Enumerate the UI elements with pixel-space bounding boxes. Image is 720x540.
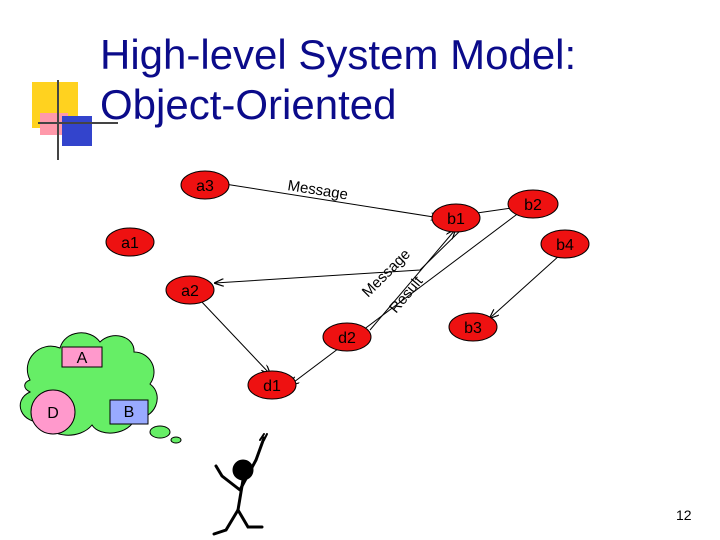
object-b2[interactable]: b2 bbox=[507, 189, 559, 219]
message-label-top: Message bbox=[286, 177, 349, 203]
user-stick-figure bbox=[212, 433, 268, 536]
window-b-box[interactable]: B bbox=[109, 399, 149, 425]
deco-vertical-line bbox=[57, 80, 59, 160]
title-line-1: High-level System Model: bbox=[100, 31, 577, 78]
object-b1[interactable]: b1 bbox=[431, 203, 481, 233]
object-a3[interactable]: a3 bbox=[180, 170, 230, 200]
object-d2-label: d2 bbox=[338, 330, 356, 347]
object-b4[interactable]: b4 bbox=[540, 229, 590, 259]
object-a2-label: a2 bbox=[181, 283, 199, 300]
client-a-label: A bbox=[77, 350, 88, 367]
thought-bubble-tiny bbox=[170, 436, 182, 444]
object-b3-label: b3 bbox=[464, 320, 482, 337]
deco-blue-square bbox=[62, 116, 92, 146]
object-d-circle[interactable]: D bbox=[30, 389, 76, 435]
message-arrow-b1-a2 bbox=[215, 225, 466, 283]
client-a-box[interactable]: A bbox=[61, 346, 103, 368]
object-a1[interactable]: a1 bbox=[105, 227, 155, 257]
arrow-b4-b3 bbox=[490, 254, 561, 318]
page-number: 12 bbox=[676, 507, 692, 523]
object-b3[interactable]: b3 bbox=[448, 312, 498, 342]
object-a1-label: a1 bbox=[121, 235, 139, 252]
thought-bubble-small bbox=[149, 425, 171, 439]
object-a3-label: a3 bbox=[196, 178, 214, 195]
deco-horizontal-line bbox=[38, 122, 118, 124]
object-b1-label: b1 bbox=[447, 211, 465, 228]
object-b4-label: b4 bbox=[556, 237, 574, 254]
message-arrow-a3-b1 bbox=[211, 181, 440, 218]
arrow-b2-d1 bbox=[290, 211, 521, 385]
object-d1-label: d1 bbox=[263, 378, 281, 395]
result-arrow-d2-b1 bbox=[369, 230, 455, 331]
object-b2-label: b2 bbox=[524, 197, 542, 214]
object-d1[interactable]: d1 bbox=[247, 370, 297, 400]
title-line-2: Object-Oriented bbox=[100, 81, 397, 128]
object-d-circle-label: D bbox=[47, 405, 59, 422]
slide-title: High-level System Model: Object-Oriented bbox=[100, 30, 700, 130]
arrow-a2-d1 bbox=[199, 299, 270, 374]
object-d2[interactable]: d2 bbox=[322, 322, 372, 352]
object-a2[interactable]: a2 bbox=[165, 275, 215, 305]
window-b-label: B bbox=[124, 404, 135, 421]
deco-pink-square bbox=[40, 113, 68, 135]
